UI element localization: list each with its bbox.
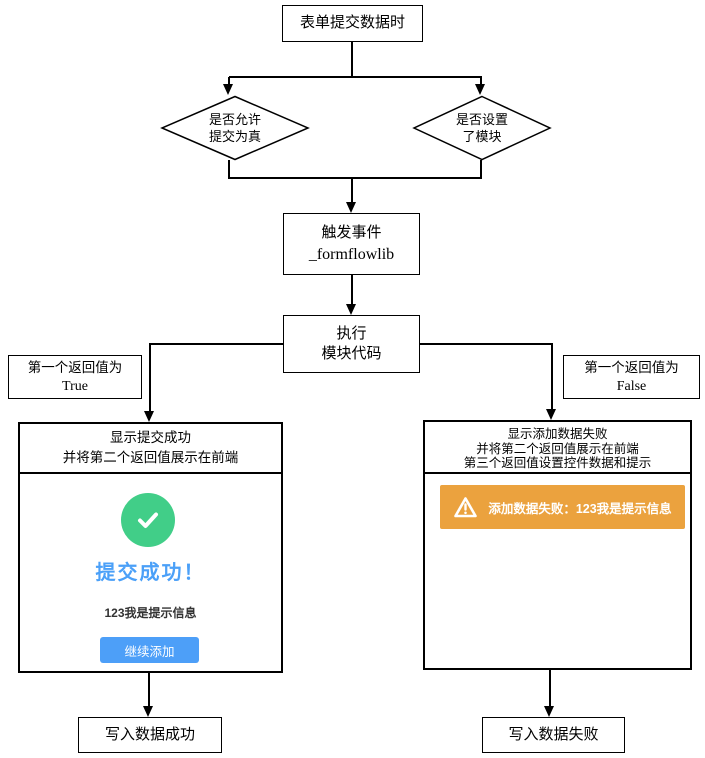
decision-module-line2: 了模块 <box>462 129 502 144</box>
decision-allow-submit: 是否允许 提交为真 <box>160 95 310 161</box>
continue-add-button: 继续添加 <box>100 637 199 663</box>
arrowhead-trigger <box>346 202 356 213</box>
decision-module-set: 是否设置 了模块 <box>412 95 552 161</box>
trigger-event-name: _formflowlib <box>308 246 395 263</box>
node-trigger-event: 触发事件 _formflowlib <box>283 213 420 275</box>
decision-allow-line1: 是否允许 <box>208 112 261 127</box>
decision-allow-line2: 提交为真 <box>208 129 261 144</box>
diamond-shape <box>412 95 552 161</box>
continue-add-button-label: 继续添加 <box>124 644 175 659</box>
panel-failure-header: 显示添加数据失败 并将第二个返回值展示在前端 第三个返回值设置控件数据和提示 <box>425 422 690 471</box>
failure-alert-text: 添加数据失败：123我是提示信息 <box>488 501 672 516</box>
arrowhead-success-panel <box>144 411 154 422</box>
diamond-shape <box>160 95 310 161</box>
arrowhead-left-decision <box>223 84 233 95</box>
failure-header-line1: 显示添加数据失败 <box>507 427 608 441</box>
success-header-line2: 并将第二个返回值展示在前端 <box>62 450 239 465</box>
write-success-label: 写入数据成功 <box>104 726 195 743</box>
panel-success-header: 显示提交成功 并将第二个返回值展示在前端 <box>20 424 281 468</box>
label-true-line1: 第一个返回值为 <box>27 360 123 375</box>
node-start: 表单提交数据时 <box>282 5 423 42</box>
label-true-value: True <box>62 379 88 394</box>
trigger-label: 触发事件 <box>321 225 382 241</box>
panel-success: 显示提交成功 并将第二个返回值展示在前端 提交成功！ 123我是提示信息 继续添… <box>18 422 283 673</box>
connector-success-end <box>148 673 150 707</box>
connector-merge-horizontal <box>229 177 482 179</box>
connector-branch-left-vertical <box>149 343 151 413</box>
arrowhead-failure-panel <box>546 409 556 420</box>
execute-line1: 执行 <box>336 326 367 342</box>
connector-trigger-execute <box>351 275 353 304</box>
failure-header-line2: 并将第二个返回值展示在前端 <box>476 441 639 456</box>
label-return-false: 第一个返回值为 False <box>563 355 700 399</box>
warning-triangle-icon <box>454 496 478 517</box>
panel-failure: 显示添加数据失败 并将第二个返回值展示在前端 第三个返回值设置控件数据和提示 添… <box>423 420 692 670</box>
label-return-true: 第一个返回值为 True <box>8 355 142 399</box>
failure-alert-banner: 添加数据失败：123我是提示信息 <box>440 485 685 529</box>
label-false-line1: 第一个返回值为 <box>584 360 679 375</box>
execute-line2: 模块代码 <box>321 346 382 362</box>
connector-failure-end <box>549 670 551 707</box>
connector-start-down <box>351 42 353 78</box>
success-dialog-message: 123我是提示信息 <box>104 606 197 620</box>
node-start-label: 表单提交数据时 <box>299 15 405 31</box>
write-failure-label: 写入数据失败 <box>508 726 599 743</box>
node-execute-module: 执行 模块代码 <box>283 315 420 373</box>
panel-success-divider <box>20 472 281 474</box>
check-circle-icon <box>121 493 175 547</box>
success-header-line1: 显示提交成功 <box>110 430 191 445</box>
connector-branch-right-vertical <box>551 343 553 411</box>
connector-merge-stem <box>351 178 353 204</box>
success-dialog-title: 提交成功！ <box>95 562 206 584</box>
connector-split-horizontal <box>229 76 482 78</box>
failure-header-line3: 第三个返回值设置控件数据和提示 <box>463 456 652 470</box>
panel-failure-divider <box>425 472 690 474</box>
label-false-value: False <box>616 379 647 394</box>
decision-module-line1: 是否设置 <box>455 112 508 127</box>
check-icon <box>138 512 158 528</box>
connector-left-stem <box>228 77 230 87</box>
arrowhead-right-decision <box>475 84 485 95</box>
connector-left-merge-down <box>228 160 230 179</box>
connector-right-stem <box>480 77 482 87</box>
node-write-failure: 写入数据失败 <box>482 717 625 753</box>
connector-right-merge-down <box>480 160 482 179</box>
node-write-success: 写入数据成功 <box>78 717 222 753</box>
arrowhead-execute <box>346 304 356 315</box>
arrowhead-end-failure <box>544 706 554 717</box>
connector-branch-right-horizontal <box>420 343 553 345</box>
arrowhead-end-success <box>143 706 153 717</box>
connector-branch-left-horizontal <box>150 343 283 345</box>
